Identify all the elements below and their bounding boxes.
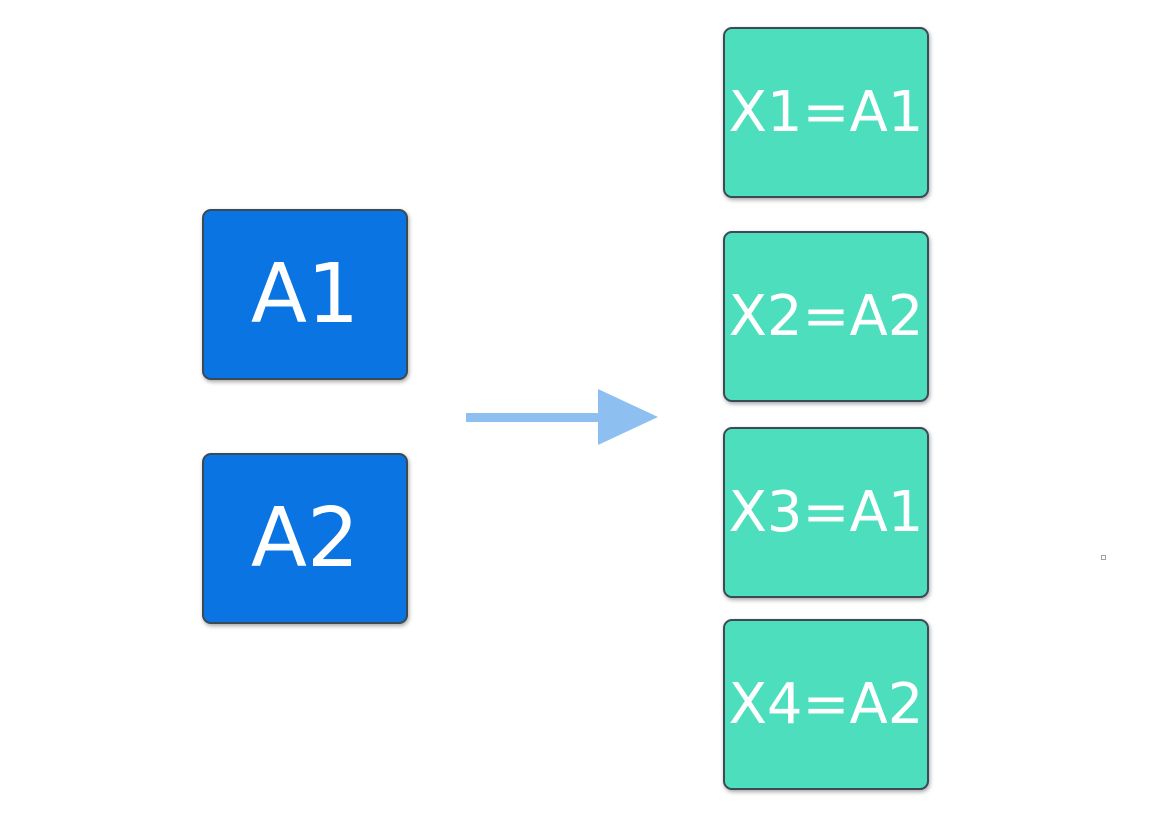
right-arrow-icon xyxy=(466,389,658,445)
source-label: A1 xyxy=(250,247,360,342)
target-box-x1: X1=A1 xyxy=(723,27,929,198)
selection-handle xyxy=(1101,555,1106,560)
target-label: X2=A2 xyxy=(728,284,924,349)
target-label: X1=A1 xyxy=(728,80,924,145)
target-box-x2: X2=A2 xyxy=(723,231,929,402)
source-box-a1: A1 xyxy=(202,209,408,380)
target-box-x3: X3=A1 xyxy=(723,427,929,598)
source-label: A2 xyxy=(250,491,360,586)
target-label: X3=A1 xyxy=(728,480,924,545)
source-box-a2: A2 xyxy=(202,453,408,624)
target-box-x4: X4=A2 xyxy=(723,619,929,790)
target-label: X4=A2 xyxy=(728,672,924,737)
